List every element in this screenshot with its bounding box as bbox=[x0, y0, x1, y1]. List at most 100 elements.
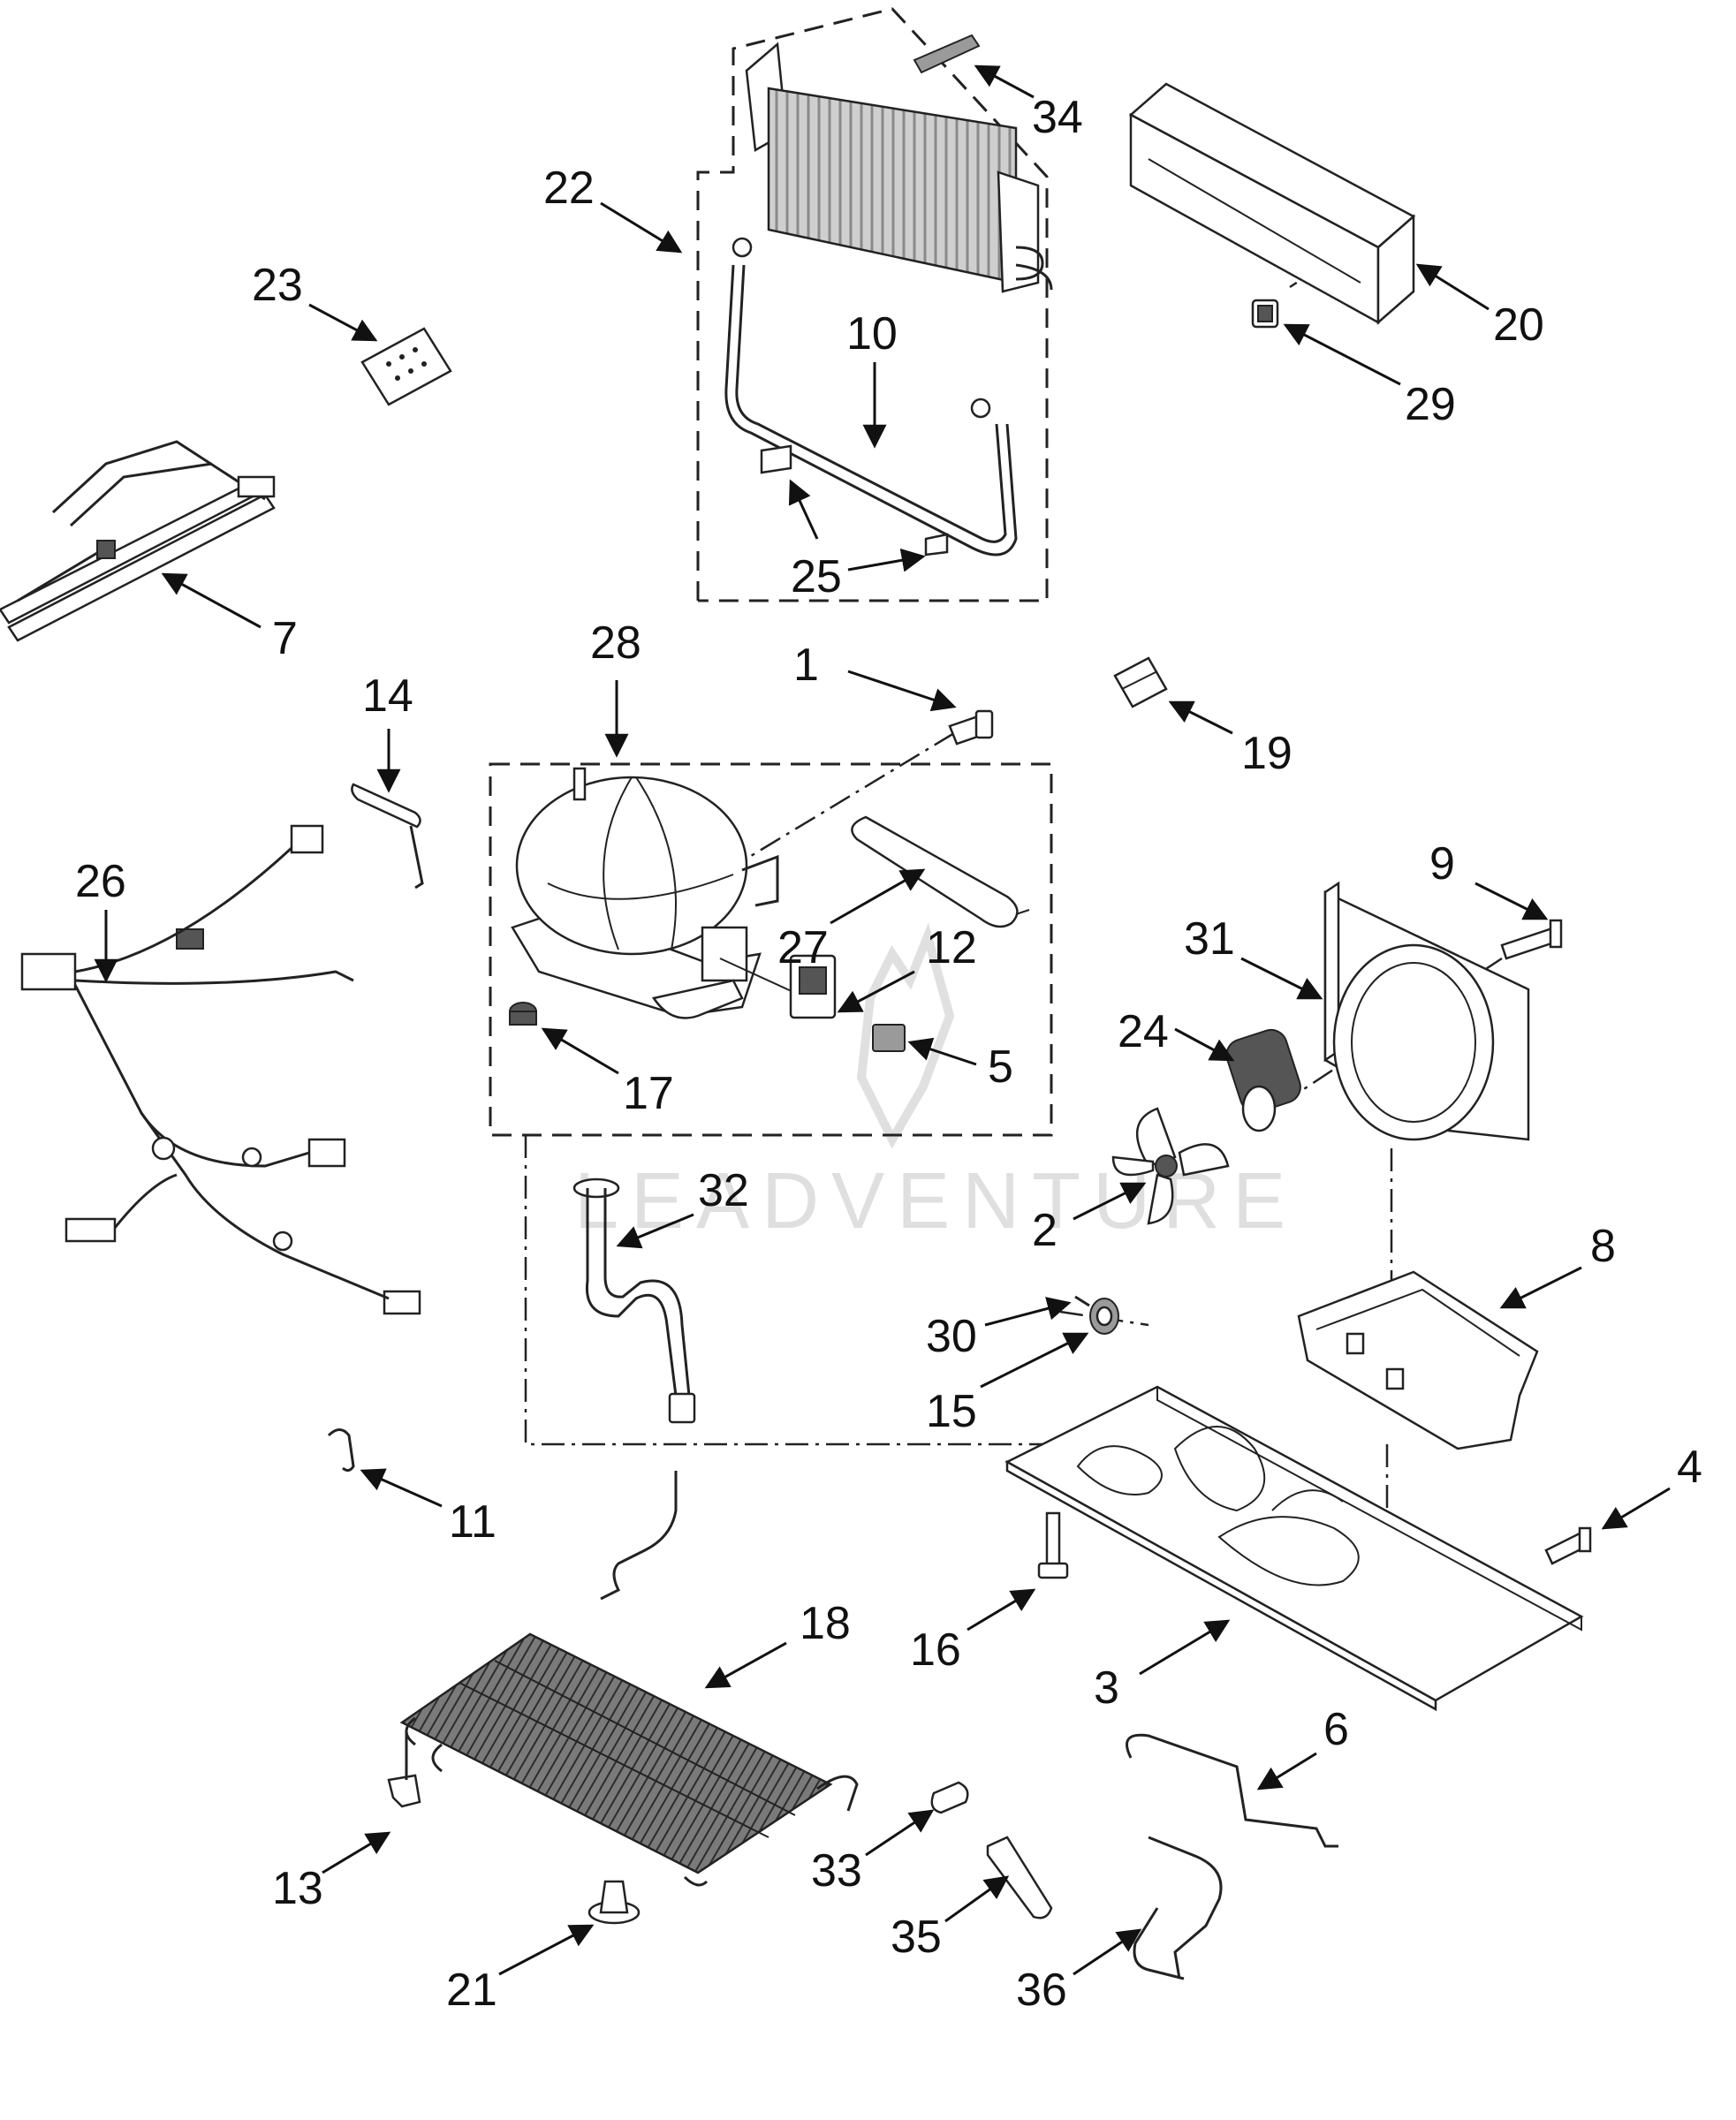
callout-label-28: 28 bbox=[590, 617, 641, 669]
callout-9: 9 bbox=[1429, 838, 1549, 920]
callout-label-22: 22 bbox=[543, 163, 595, 214]
callout-31: 31 bbox=[1184, 913, 1323, 1000]
part-3-base-pan bbox=[1004, 1385, 1584, 1712]
part-13-clip bbox=[387, 1731, 421, 1808]
callout-label-29: 29 bbox=[1405, 379, 1456, 430]
callout-label-21: 21 bbox=[446, 1965, 497, 2016]
part-2-fan-blade bbox=[1111, 1107, 1230, 1225]
callout-35: 35 bbox=[891, 1875, 1010, 1963]
callout-label-36: 36 bbox=[1016, 1965, 1067, 2016]
part-27-drier bbox=[851, 815, 1030, 928]
callout-26: 26 bbox=[75, 856, 126, 983]
part-30-pin bbox=[1074, 1295, 1090, 1307]
callout-label-27: 27 bbox=[777, 922, 829, 973]
callout-11: 11 bbox=[360, 1468, 497, 1548]
callout-10: 10 bbox=[846, 308, 898, 449]
callout-27: 27 bbox=[777, 868, 926, 973]
callout-13: 13 bbox=[272, 1831, 391, 1914]
callout-label-7: 7 bbox=[272, 613, 298, 664]
callout-label-25: 25 bbox=[791, 551, 842, 602]
part-23-control-board bbox=[360, 327, 452, 406]
callout-label-6: 6 bbox=[1323, 1704, 1349, 1755]
callout-label-26: 26 bbox=[75, 856, 126, 907]
part-36-tube bbox=[1133, 1836, 1223, 1980]
callout-3: 3 bbox=[1094, 1619, 1231, 1714]
callout-33: 33 bbox=[811, 1809, 935, 1897]
part-1-screw bbox=[948, 709, 994, 746]
callout-label-8: 8 bbox=[1590, 1221, 1616, 1272]
part-7-wire-harness bbox=[0, 440, 276, 642]
callout-label-9: 9 bbox=[1429, 838, 1455, 890]
part-24-fan-motor bbox=[1225, 1028, 1301, 1132]
part-6-tube bbox=[1126, 1733, 1338, 1848]
callout-label-20: 20 bbox=[1493, 299, 1544, 351]
part-15-grommet bbox=[1089, 1298, 1119, 1335]
callout-1: 1 bbox=[793, 640, 957, 712]
part-16-screw bbox=[1037, 1511, 1069, 1579]
part-10-evaporator bbox=[745, 42, 1053, 293]
callout-14: 14 bbox=[362, 670, 413, 793]
callout-label-15: 15 bbox=[926, 1386, 977, 1437]
callout-label-17: 17 bbox=[623, 1068, 674, 1119]
part-19-clip bbox=[1113, 656, 1168, 708]
part-28-compressor bbox=[511, 767, 827, 1019]
callout-label-18: 18 bbox=[800, 1598, 851, 1649]
part-32-tube bbox=[572, 1177, 696, 1424]
callout-24: 24 bbox=[1118, 1006, 1235, 1062]
callout-30: 30 bbox=[926, 1297, 1072, 1362]
callout-label-34: 34 bbox=[1032, 92, 1083, 143]
callout-4: 4 bbox=[1601, 1442, 1702, 1530]
callout-16: 16 bbox=[910, 1588, 1036, 1676]
part-11-clip bbox=[327, 1428, 355, 1473]
part-25-defrost-heater bbox=[724, 237, 1018, 556]
part-31-fan-shroud bbox=[1323, 881, 1530, 1141]
callout-label-33: 33 bbox=[811, 1845, 862, 1897]
part-34-strip bbox=[913, 34, 981, 74]
part-21-fastener bbox=[588, 1880, 641, 1925]
callout-label-16: 16 bbox=[910, 1624, 961, 1676]
callout-label-14: 14 bbox=[362, 670, 413, 722]
part-4-screw bbox=[1544, 1526, 1592, 1565]
part-26-main-harness bbox=[20, 824, 421, 1315]
callout-6: 6 bbox=[1256, 1704, 1349, 1791]
callout-25: 25 bbox=[788, 479, 926, 602]
callout-label-30: 30 bbox=[926, 1311, 977, 1362]
callout-label-4: 4 bbox=[1677, 1442, 1702, 1493]
evaporator-assembly-box bbox=[696, 7, 1049, 602]
callout-label-1: 1 bbox=[793, 640, 819, 691]
callout-17: 17 bbox=[541, 1027, 674, 1119]
callout-label-32: 32 bbox=[698, 1165, 749, 1216]
callout-29: 29 bbox=[1283, 323, 1456, 430]
callout-28: 28 bbox=[590, 617, 641, 758]
callout-20: 20 bbox=[1415, 263, 1544, 351]
callout-22: 22 bbox=[543, 163, 683, 254]
callout-label-19: 19 bbox=[1241, 728, 1293, 779]
callout-19: 19 bbox=[1168, 700, 1293, 779]
part-8-bracket bbox=[1297, 1270, 1539, 1450]
callout-12: 12 bbox=[837, 922, 977, 1013]
callout-label-35: 35 bbox=[891, 1912, 942, 1963]
callout-15: 15 bbox=[926, 1332, 1089, 1437]
callout-label-12: 12 bbox=[926, 922, 977, 973]
part-5-overload bbox=[872, 1024, 906, 1052]
callout-34: 34 bbox=[974, 64, 1083, 143]
callout-label-13: 13 bbox=[272, 1863, 323, 1914]
callout-label-2: 2 bbox=[1032, 1205, 1058, 1256]
callout-label-11: 11 bbox=[449, 1496, 497, 1548]
part-20-cover bbox=[1128, 82, 1416, 325]
callout-label-5: 5 bbox=[988, 1041, 1013, 1093]
callout-label-31: 31 bbox=[1184, 913, 1235, 965]
callout-label-23: 23 bbox=[252, 260, 303, 311]
callout-label-24: 24 bbox=[1118, 1006, 1169, 1057]
callout-label-10: 10 bbox=[846, 308, 898, 360]
callout-7: 7 bbox=[161, 572, 298, 664]
part-9-screw bbox=[1500, 919, 1563, 960]
part-14-strap bbox=[351, 783, 424, 890]
callout-8: 8 bbox=[1499, 1221, 1616, 1309]
callout-5: 5 bbox=[907, 1037, 1013, 1093]
part-35-tube bbox=[986, 1836, 1053, 1919]
part-17-grommet bbox=[509, 1002, 537, 1026]
callout-18: 18 bbox=[704, 1598, 851, 1689]
callout-21: 21 bbox=[446, 1924, 595, 2016]
